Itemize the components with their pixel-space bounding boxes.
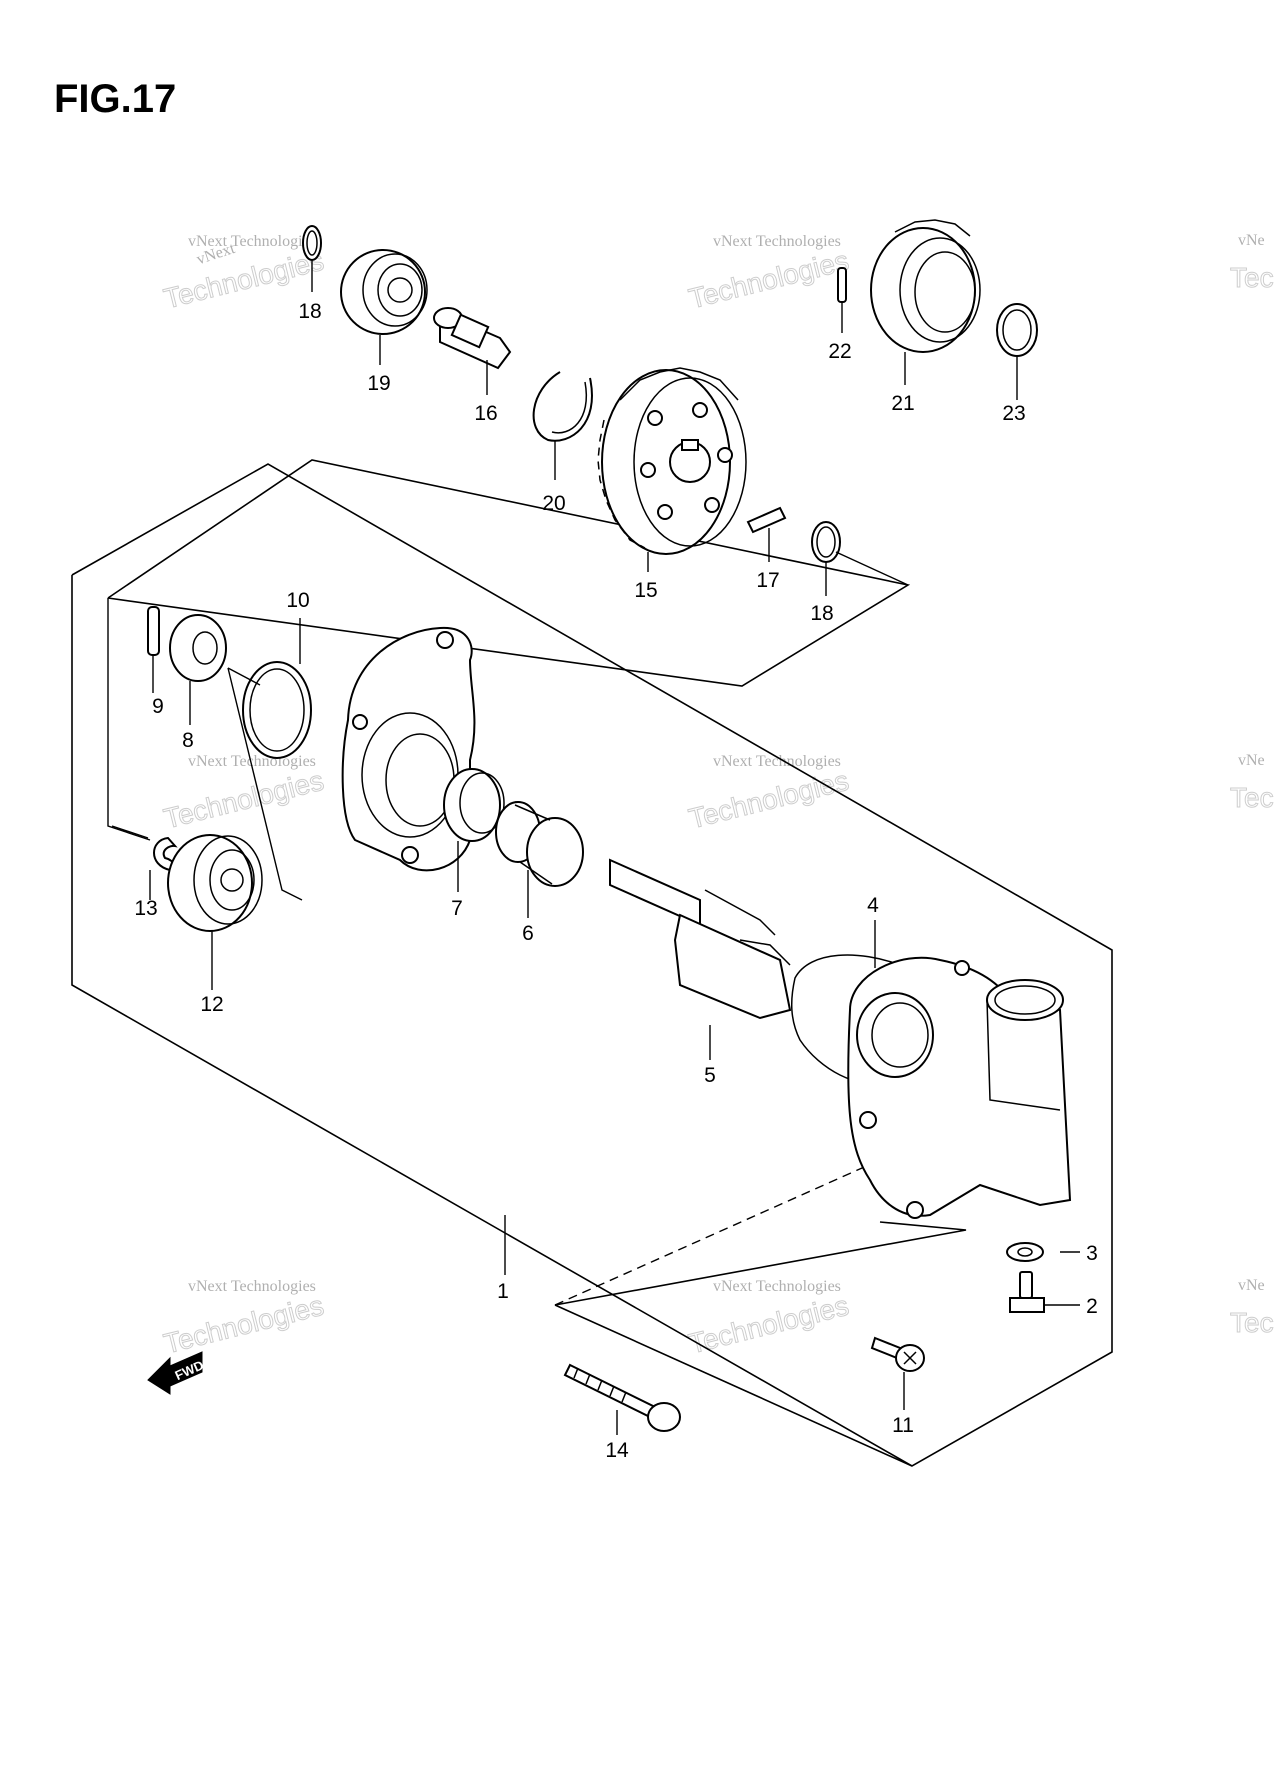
watermark-text: vNext Technologies [188,233,316,250]
washer-3 [1006,1242,1044,1262]
callout-label: 5 [704,1064,716,1087]
watermark: vNext Technologies Technologies [685,753,852,835]
watermark-text: Tec [1230,1307,1274,1338]
washer-8 [169,614,227,682]
callout-label: 7 [451,897,463,920]
callout-label: 14 [605,1439,629,1462]
gear-21 [870,219,981,353]
bearing-19 [340,249,428,335]
callout-label: 12 [200,993,223,1016]
callout-label: 11 [892,1414,914,1437]
watermark-text: vNext Technologies [713,1278,841,1295]
callout-label: 18 [298,300,321,323]
watermark: vNext Technologies Technologies [685,233,852,315]
o-ring-10 [242,661,312,759]
leader-lines [107,260,1080,1435]
watermark: vNe Tec [1230,752,1275,814]
shaft-16 [433,307,512,370]
pump-body-housing [341,626,476,872]
pump-cover [847,956,1072,1219]
bearing-12 [167,834,263,932]
callout-label: 21 [891,392,914,415]
fastener-group-line [554,1221,967,1306]
gear-group-box [107,459,911,687]
callout-label: 8 [182,729,194,752]
pin-9 [147,606,160,656]
watermark-text: vNe [1238,752,1265,769]
watermark-text: vNe [1238,1277,1265,1294]
gear-15 [597,367,747,555]
callout-label: 18 [810,602,833,625]
seal-7 [443,768,505,842]
watermark-text: Tec [1230,262,1274,293]
pump-assembly-box [71,463,1113,1467]
callout-label: 4 [867,894,879,917]
callout-numbers: 18 19 16 20 15 17 18 22 21 23 10 9 8 13 … [134,300,1098,1462]
callout-label: 17 [756,569,779,592]
watermark: vNe Tec [1230,1277,1275,1339]
fwd-label: FWD [173,1357,206,1383]
mechanical-seal-6 [495,801,584,887]
callout-label: 10 [286,589,309,612]
watermark-text: Technologies [161,1290,327,1360]
watermark: vNext Technologies Technologies [160,1278,327,1360]
callout-label: 13 [134,897,157,920]
callout-label: 1 [497,1280,509,1303]
figure-title: FIG.17 [54,77,176,121]
callout-label: 6 [522,922,534,945]
callout-label: 19 [367,372,390,395]
callout-label: 20 [542,492,565,515]
watermark: vNext Technologies Technologies [685,1278,852,1360]
watermark-text: vNext Technologies [713,233,841,250]
watermark-text: Technologies [686,245,852,315]
fwd-arrow-icon: FWD [147,1351,206,1395]
watermark: vNe Tec [1230,232,1275,294]
bolt-2 [1009,1271,1045,1313]
watermark: vNext Technologies Technologies [160,753,327,835]
callout-label: 3 [1086,1242,1098,1265]
watermark-text: Technologies [161,765,327,835]
watermark-text: Technologies [686,765,852,835]
pin-17 [746,506,787,534]
watermark-text: Tec [1230,782,1274,813]
watermark-group: vNext vNext Technologies Technologies vN… [160,232,1275,1360]
fastener-group-line-lower [554,1304,913,1467]
watermark-text: Technologies [686,1290,852,1360]
circlip-18-lower [811,521,841,563]
callout-label: 22 [828,340,851,363]
callout-label: 15 [634,579,657,602]
callout-label: 16 [474,402,497,425]
circlip-18-top [302,225,322,261]
ring-23 [996,303,1038,357]
snap-ring-20 [532,371,593,442]
bolt-14 [563,1363,681,1432]
pin-22 [837,267,847,303]
callout-label: 23 [1002,402,1025,425]
watermark-text: vNext Technologies [188,1278,316,1295]
watermark-text: vNe [1238,232,1265,249]
callout-label: 2 [1086,1295,1098,1318]
callout-label: 9 [152,695,164,718]
impeller-shaft-5 [609,858,792,1020]
watermark-text: vNext Technologies [713,753,841,770]
screw-11 [870,1336,925,1372]
